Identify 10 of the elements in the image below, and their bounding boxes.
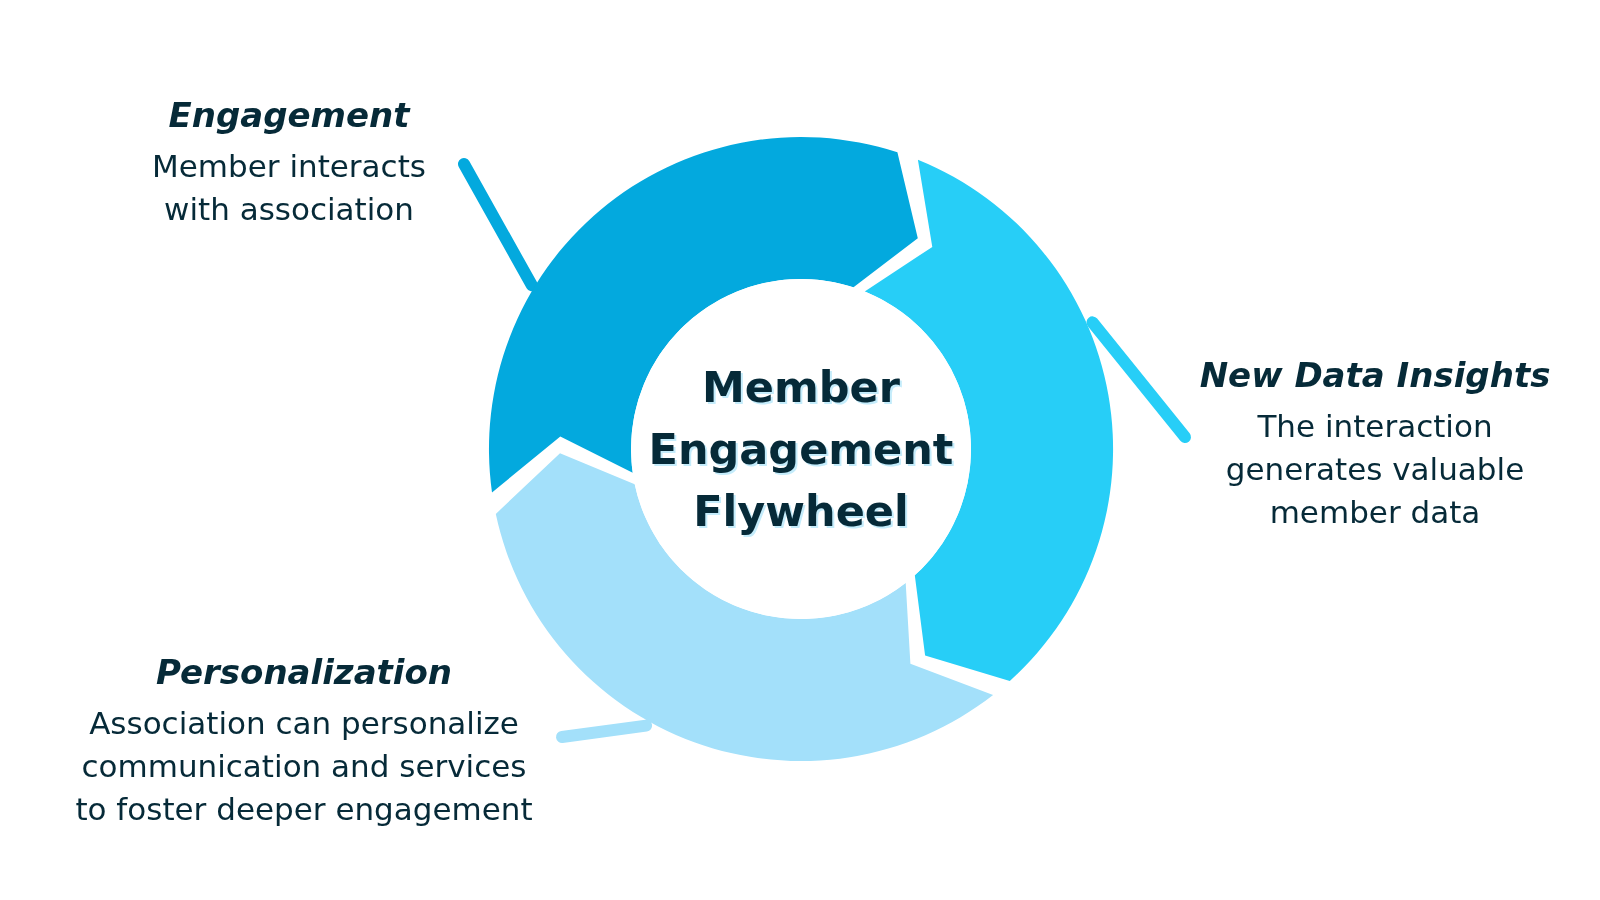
leader-line (556, 719, 653, 743)
stage-heading: New Data Insights (1198, 354, 1552, 397)
stage-description: The interaction generates valuable member data (1224, 407, 1526, 532)
leader-line (458, 158, 538, 292)
stage-description: Member interacts with association (151, 147, 427, 229)
leader-line (1086, 316, 1191, 443)
hub-label: Member Engagement Flywheel (647, 361, 955, 538)
stage-heading: Personalization (154, 651, 454, 694)
stage-description: Association can personalize communication and services to foster deeper engagement (74, 704, 534, 829)
stage-heading: Engagement (167, 94, 412, 137)
